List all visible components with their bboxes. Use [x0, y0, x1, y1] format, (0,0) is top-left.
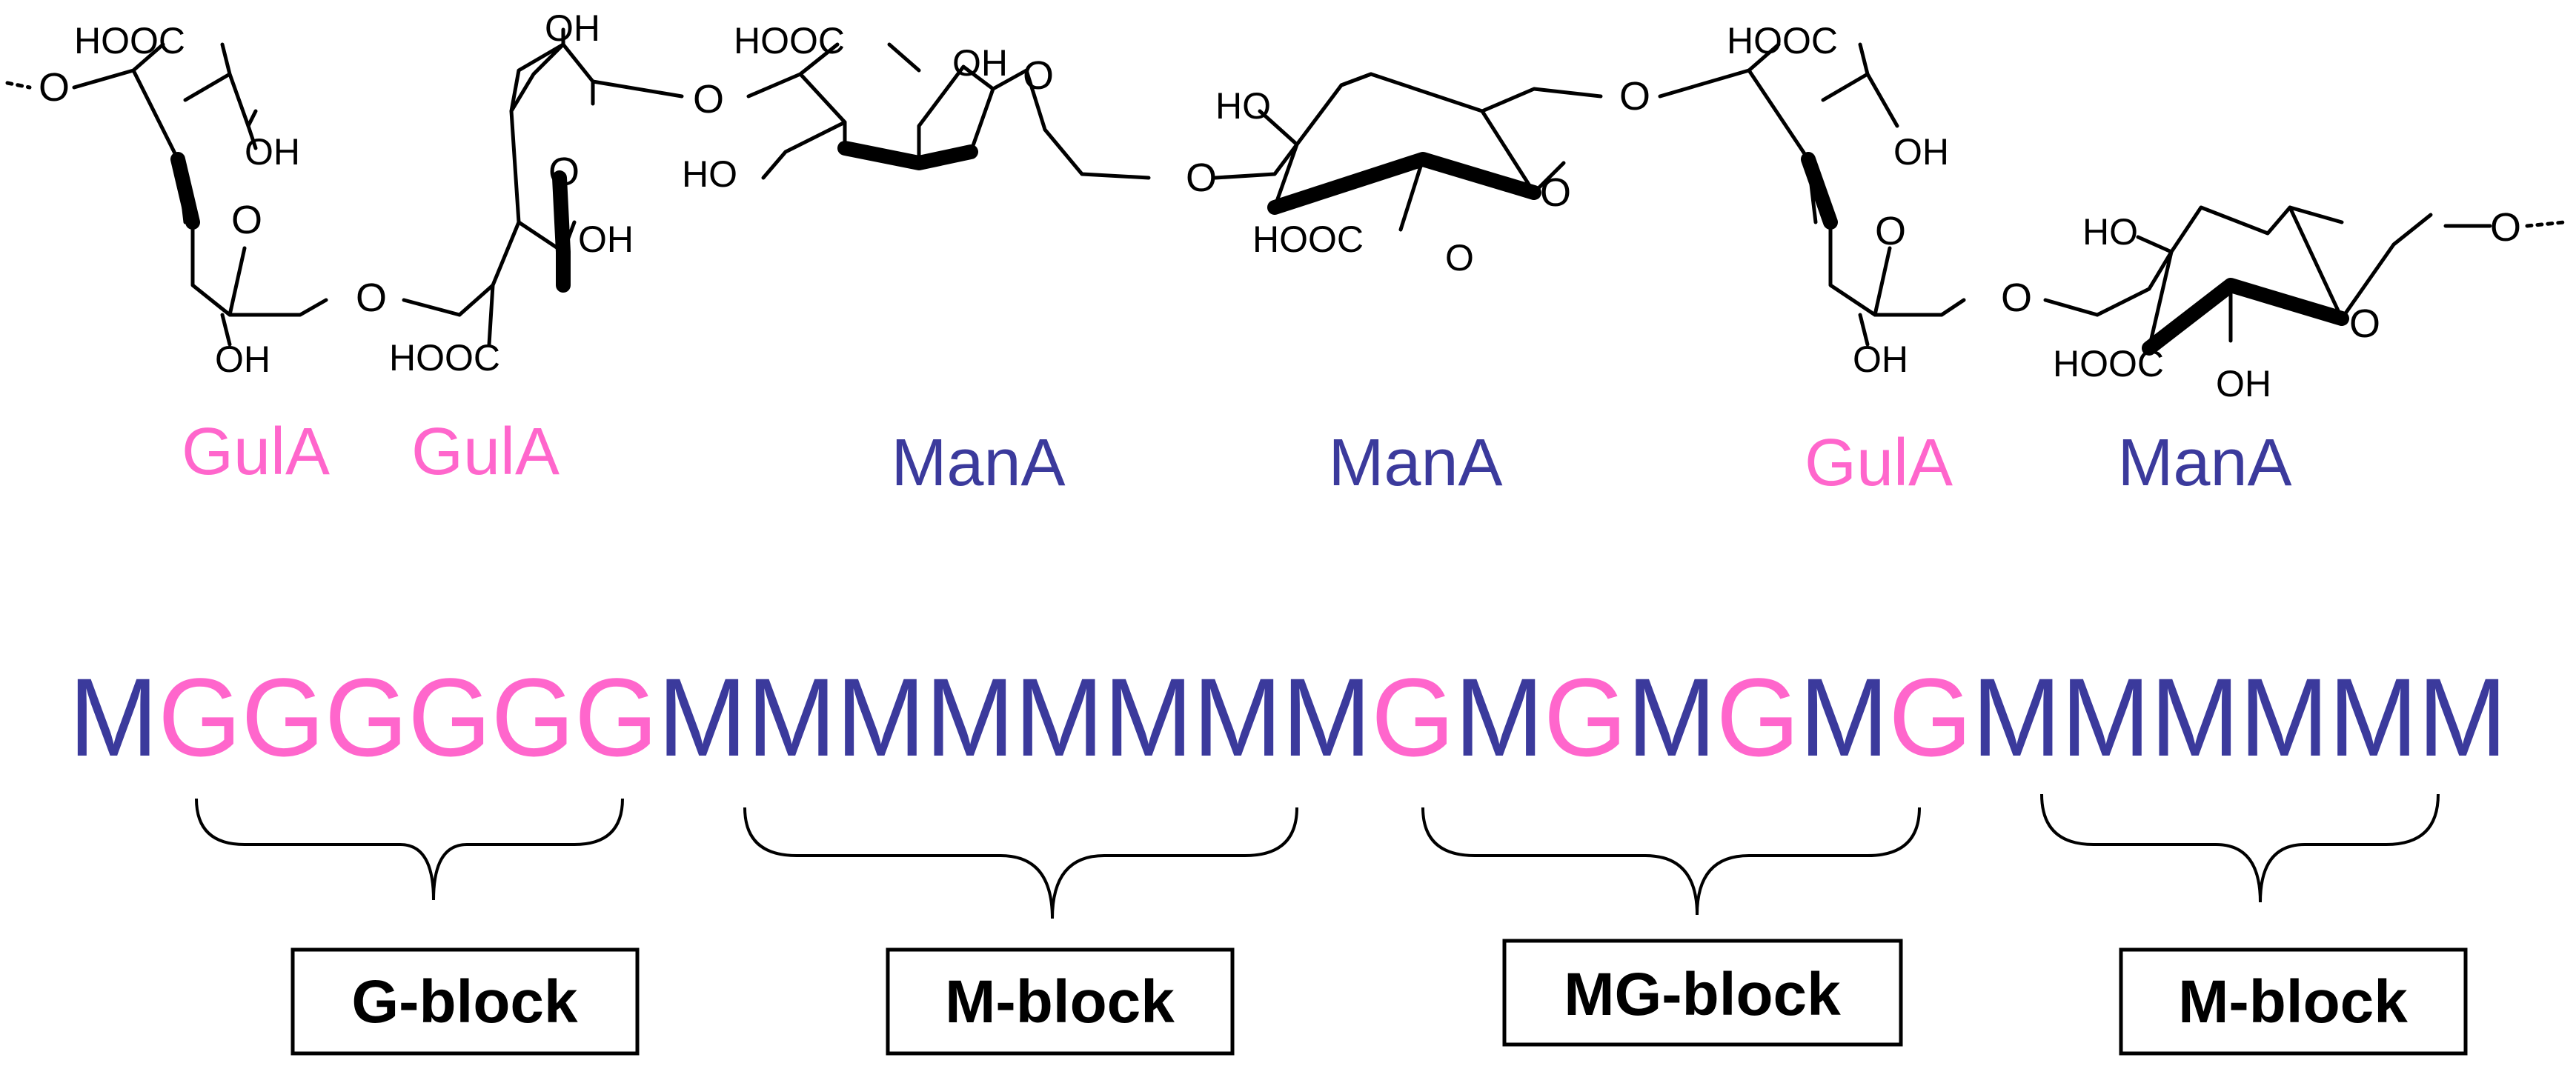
- sequence-letter-2: G: [158, 655, 241, 779]
- structure-bonds: [5, 27, 2566, 356]
- residue-2-hydroxyl-a: OH: [545, 7, 600, 49]
- residue-5-ring-oxygen: O: [1875, 209, 1906, 253]
- residue-4-link-oxygen: O: [1619, 74, 1650, 119]
- residue-2-acid: HOOC: [389, 337, 500, 379]
- residue-6-acid: HOOC: [2053, 343, 2164, 384]
- chain-end-right-oxygen: O: [2490, 205, 2521, 250]
- sequence-letter-12: M: [1015, 655, 1103, 779]
- residue-2-ring-oxygen: O: [548, 150, 580, 194]
- monomer-sequence: MGGGGGGMMMMMMMMGMGMGMGMMMMMM: [69, 655, 2507, 779]
- sequence-letter-21: M: [1799, 655, 1888, 779]
- sequence-letter-6: G: [491, 655, 574, 779]
- residue-5-link-oxygen: O: [2001, 276, 2032, 320]
- sequence-letter-26: M: [2240, 655, 2328, 779]
- sequence-letter-14: M: [1193, 655, 1282, 779]
- sequence-letter-13: M: [1103, 655, 1192, 779]
- m-block-2-label: M-block: [2178, 968, 2408, 1036]
- sequence-letter-3: G: [242, 655, 325, 779]
- residue-5-hydroxyl-a: OH: [1893, 131, 1949, 173]
- sequence-letter-27: M: [2328, 655, 2417, 779]
- residue-label-2: GulA: [411, 415, 560, 489]
- sequence-letter-25: M: [2151, 655, 2240, 779]
- residue-3-acid: HOOC: [734, 20, 845, 61]
- sequence-letter-5: G: [408, 655, 491, 779]
- residue-labels: GulA GulA ManA ManA GulA ManA: [182, 415, 2292, 500]
- residue-2-link-oxygen: O: [693, 77, 724, 121]
- sequence-letter-28: M: [2418, 655, 2507, 779]
- block-braces: [195, 793, 2440, 919]
- sequence-letter-16: G: [1371, 655, 1454, 779]
- residue-label-3: ManA: [891, 426, 1065, 500]
- sequence-letter-8: M: [658, 655, 747, 779]
- residue-6-ring-oxygen: O: [2349, 302, 2380, 346]
- sequence-letter-15: M: [1282, 655, 1371, 779]
- m-block-1-box: [886, 947, 1235, 1056]
- g-block-box: [291, 947, 640, 1056]
- sequence-letter-17: M: [1455, 655, 1544, 779]
- brace-mg-block: [1421, 807, 1921, 916]
- g-block-label: G-block: [351, 968, 578, 1036]
- residue-3-hydroxyl-b: HO: [682, 153, 737, 195]
- sequence-letter-20: G: [1716, 655, 1799, 779]
- residue-2-hydroxyl-b: OH: [578, 219, 634, 260]
- residue-3-link-oxygen: O: [1186, 156, 1217, 200]
- sequence-letter-18: G: [1544, 655, 1627, 779]
- residue-4-ring-oxygen: O: [1540, 170, 1571, 215]
- residue-4-hydroxyl-a: HO: [1215, 85, 1271, 127]
- sequence-letter-11: M: [926, 655, 1015, 779]
- residue-1-hydroxyl-a: OH: [245, 131, 300, 173]
- sequence-letter-24: M: [2061, 655, 2150, 779]
- sequence-letter-23: M: [1972, 655, 2061, 779]
- mg-block-box: [1502, 939, 1903, 1047]
- brace-g-block: [195, 798, 624, 901]
- residue-1-hydroxyl-b: OH: [215, 339, 270, 380]
- m-block-2-box: [2119, 947, 2468, 1056]
- residue-4-acid: HOOC: [1252, 219, 1364, 260]
- residue-6-hydroxyl-a: HO: [2082, 211, 2138, 253]
- sequence-letter-4: G: [325, 655, 408, 779]
- chain-end-left-oxygen: O: [39, 65, 70, 110]
- m-block-1-label: M-block: [945, 968, 1175, 1036]
- brace-m-block-1: [743, 807, 1298, 919]
- residue-3-hydroxyl-a: OH: [952, 42, 1008, 84]
- residue-4-hydroxyl-b: O: [1445, 237, 1474, 279]
- sequence-letter-7: G: [574, 655, 657, 779]
- brace-m-block-2: [2040, 793, 2440, 903]
- structure-atoms: O HOOC OH O OH O OH O OH HOOC O HOOC OH …: [39, 7, 2521, 404]
- residue-3-ring-oxygen: O: [1023, 53, 1054, 98]
- mg-block-label: MG-block: [1564, 961, 1841, 1028]
- sequence-letter-1: M: [69, 655, 158, 779]
- block-labels: G-block M-block MG-block M-block: [291, 939, 2468, 1056]
- residue-1-acid: HOOC: [74, 20, 185, 61]
- sequence-letter-22: G: [1889, 655, 1972, 779]
- residue-5-hydroxyl-b: OH: [1853, 339, 1908, 380]
- residue-label-4: ManA: [1328, 426, 1502, 500]
- residue-1-link-oxygen: O: [356, 276, 387, 320]
- sequence-letter-9: M: [747, 655, 836, 779]
- sequence-letter-10: M: [836, 655, 925, 779]
- residue-label-6: ManA: [2117, 426, 2291, 500]
- sequence-letter-19: M: [1627, 655, 1716, 779]
- residue-label-1: GulA: [182, 415, 330, 489]
- residue-1-ring-oxygen: O: [231, 198, 262, 242]
- residue-6-hydroxyl-b: OH: [2216, 363, 2271, 404]
- residue-label-5: GulA: [1805, 426, 1953, 500]
- residue-5-acid: HOOC: [1727, 20, 1838, 61]
